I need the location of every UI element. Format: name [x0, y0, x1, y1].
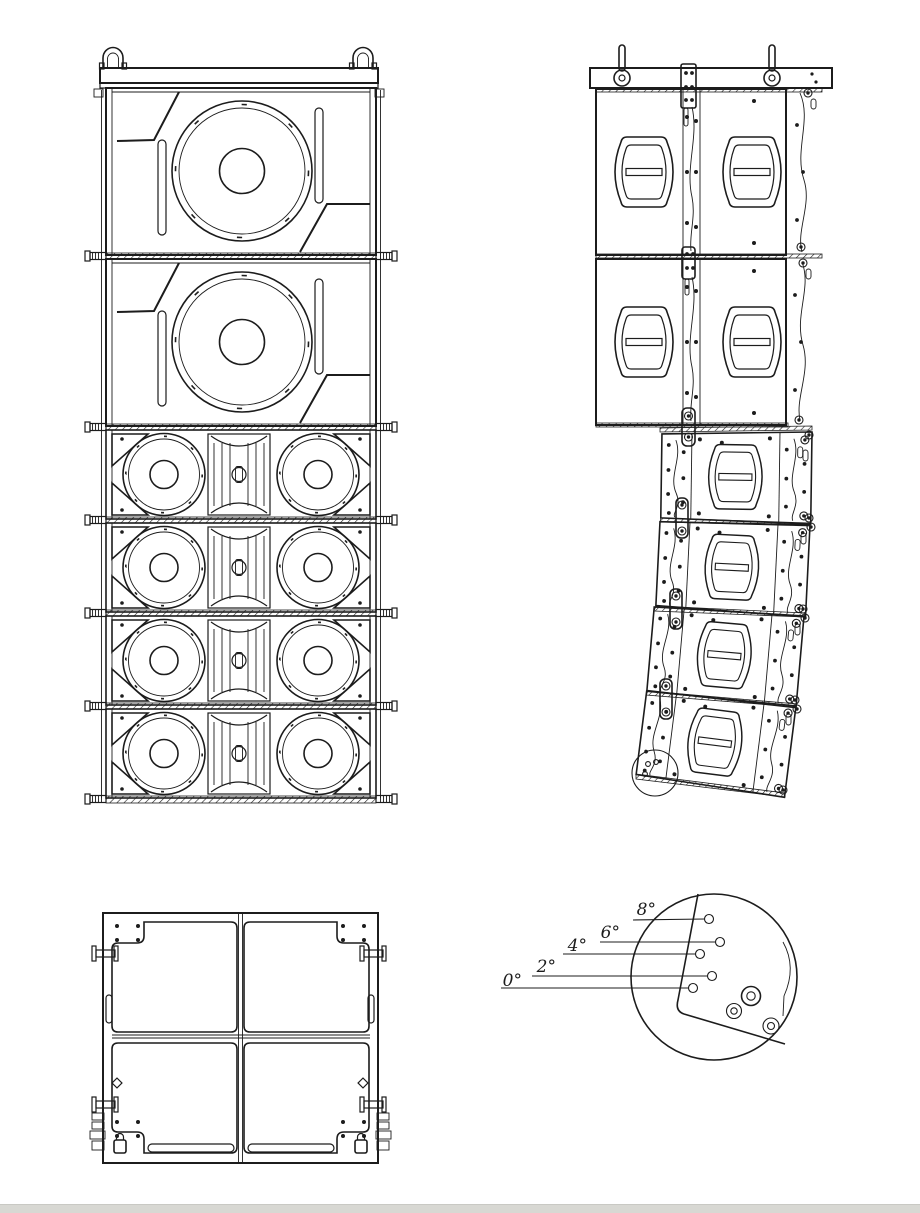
top-view	[89, 912, 392, 1164]
top-view-screw-holes	[115, 924, 366, 1138]
array-module-front-2	[106, 523, 376, 612]
detail-callout-source-circle	[631, 749, 679, 797]
angle-label-0: 0°	[503, 971, 522, 991]
diamond-hole	[357, 1077, 369, 1089]
page-footer-bar	[0, 1204, 920, 1213]
flybar-front	[99, 67, 379, 84]
link-straps	[660, 407, 696, 719]
subwoofer-front-2	[106, 259, 376, 426]
rigging-plate-edge	[676, 893, 786, 1045]
frame-outline-top	[102, 912, 379, 1164]
angle-label-4: 4°	[567, 936, 587, 956]
front-view	[84, 46, 398, 805]
side-view	[589, 44, 833, 798]
bottom-panel-left	[111, 1042, 238, 1154]
leader-lines	[501, 918, 716, 989]
edge-clamp	[359, 1096, 387, 1113]
edge-clamp	[91, 1096, 119, 1113]
diamond-hole	[111, 1077, 123, 1089]
frame-strap	[680, 63, 697, 109]
frame-corner-hardware	[93, 88, 104, 98]
eyebolt-icon	[763, 44, 781, 87]
pivot-pins	[725, 985, 780, 1035]
rear-rigging-plate-side	[681, 88, 817, 425]
subwoofer-side-1	[596, 89, 786, 255]
shackle-icon	[98, 46, 128, 70]
rear-junction-pins	[778, 430, 816, 795]
angle-label-2: 2°	[536, 957, 556, 977]
plate-rear-edge	[782, 941, 791, 1017]
bottom-slot-left	[147, 1143, 235, 1153]
module-junction-wedges	[635, 425, 813, 798]
eyebolt-icon	[613, 44, 631, 87]
side-slot-right	[367, 994, 375, 1024]
top-panel-right	[243, 921, 370, 1033]
angle-label-6: 6°	[601, 923, 620, 943]
angle-detail-view: 8° 6° 4° 2° 0°	[501, 893, 798, 1061]
angle-label-8: 8°	[637, 900, 656, 920]
top-panel-left	[111, 921, 238, 1033]
bottom-slot-right	[247, 1143, 335, 1153]
corner-hardware-stack-right	[375, 1112, 392, 1151]
rigging-frame-side	[589, 44, 833, 127]
edge-clamp	[91, 945, 119, 962]
bottom-panel-right	[243, 1042, 370, 1154]
detail-circle	[630, 893, 798, 1061]
corner-hardware-stack-left	[89, 1112, 106, 1151]
subwoofer-side-2	[596, 259, 786, 425]
side-slot-left	[105, 994, 113, 1024]
array-module-front-1	[106, 430, 376, 519]
subwoofer-front-1	[106, 88, 376, 255]
rigging-frame-front	[93, 46, 385, 98]
array-module-front-3	[106, 616, 376, 705]
array-module-front-4	[106, 709, 376, 798]
edge-clamp	[359, 945, 387, 962]
junction-hardware-front	[84, 250, 398, 805]
shackle-icon	[348, 46, 378, 70]
